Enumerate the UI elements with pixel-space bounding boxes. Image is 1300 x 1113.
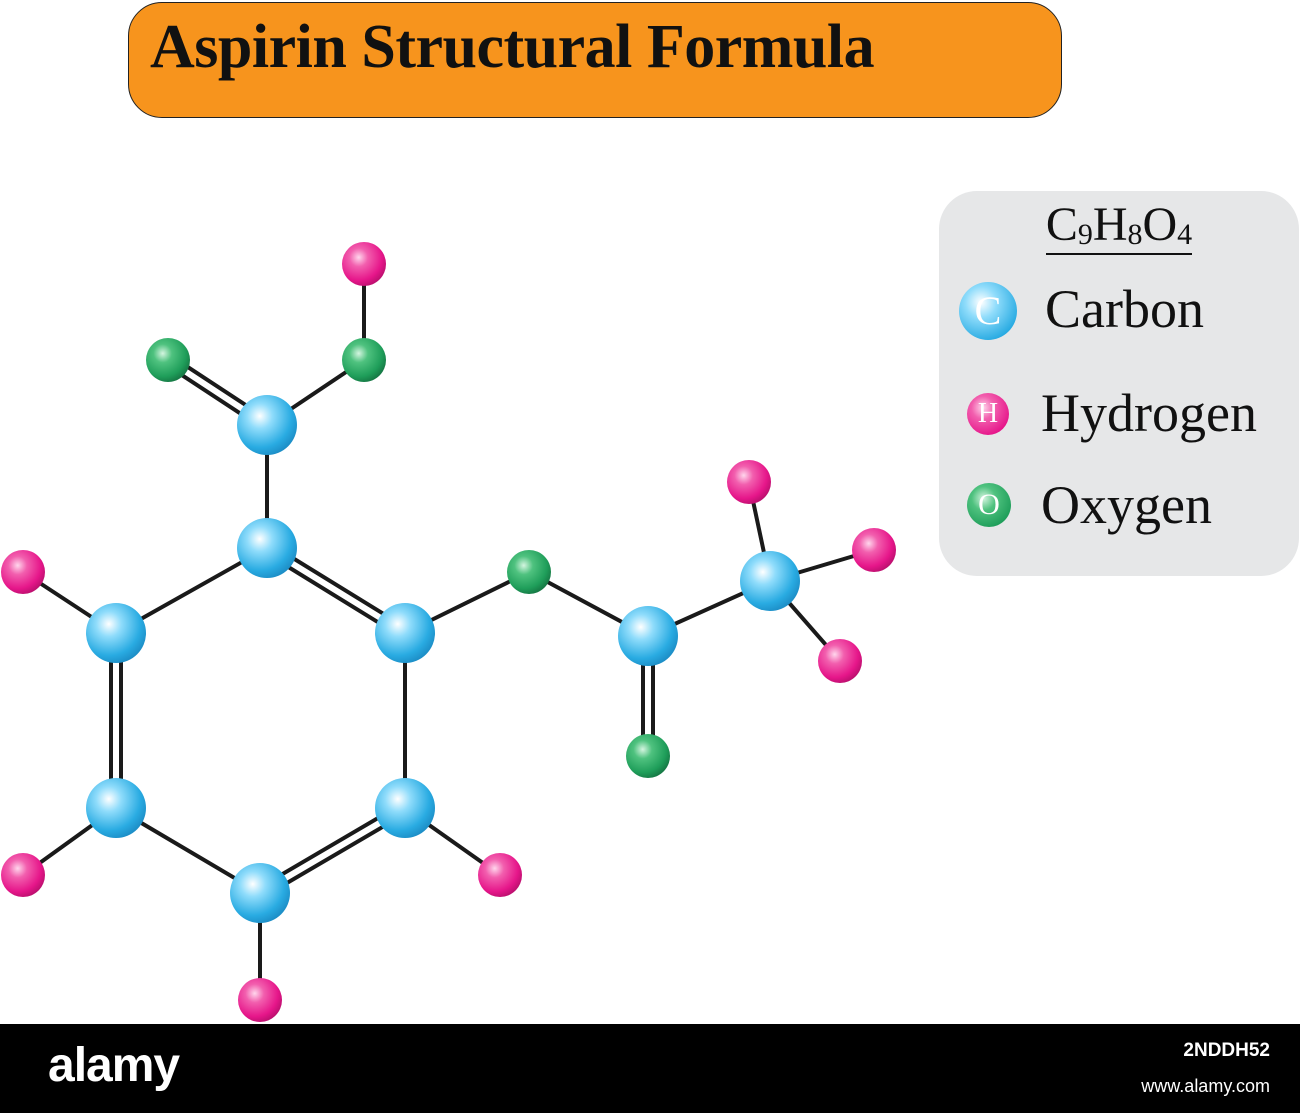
hydrogen-atom-h6	[1, 853, 45, 897]
oxygen-atom-icon: O	[967, 483, 1011, 527]
oxygen-atom-o1	[146, 338, 190, 382]
footer-meta: 2NDDH52 www.alamy.com	[1141, 1040, 1270, 1097]
carbon-atom-c8	[618, 606, 678, 666]
hydrogen-atom-h2	[727, 460, 771, 504]
hydrogen-atom-icon: H	[967, 393, 1009, 435]
hydrogen-atom-h3	[852, 528, 896, 572]
hydrogen-symbol: H	[977, 398, 999, 429]
molecular-formula: C9H8O4	[939, 197, 1299, 255]
carbon-atom-c1	[237, 518, 297, 578]
carbon-atom-c3	[375, 778, 435, 838]
atoms-layer	[1, 242, 896, 1022]
image-id: 2NDDH52	[1183, 1040, 1270, 1061]
formula-hydrogen: H	[1092, 198, 1128, 251]
title-banner	[128, 2, 1062, 118]
carbon-atom-c7	[237, 395, 297, 455]
legend-item-carbon: C Carbon	[939, 275, 1299, 345]
legend-label-carbon: Carbon	[1045, 279, 1204, 339]
diagram-title: Aspirin Structural Formula	[150, 13, 875, 81]
hydrogen-atom-h5	[1, 550, 45, 594]
carbon-atom-c9	[740, 551, 800, 611]
formula-oxygen-count: 4	[1177, 218, 1193, 251]
legend-item-oxygen: O Oxygen	[939, 471, 1299, 541]
oxygen-atom-o2	[342, 338, 386, 382]
carbon-atom-c6	[86, 603, 146, 663]
footer-url: www.alamy.com	[1141, 1076, 1270, 1096]
hydrogen-atom-h7	[238, 978, 282, 1022]
alamy-logo: alamy	[48, 1039, 180, 1092]
carbon-atom-c4	[230, 863, 290, 923]
aspirin-molecule-diagram	[1, 242, 896, 1022]
carbon-atom-c5	[86, 778, 146, 838]
hydrogen-atom-h4	[818, 639, 862, 683]
legend-panel: C9H8O4 C Carbon H Hydrogen O Oxygen	[939, 191, 1299, 576]
formula-oxygen: O	[1142, 198, 1178, 251]
carbon-atom-c2	[375, 603, 435, 663]
formula-carbon: C	[1045, 198, 1078, 251]
carbon-symbol: C	[974, 288, 1002, 333]
hydrogen-atom-h8	[478, 853, 522, 897]
oxygen-atom-o4	[626, 734, 670, 778]
oxygen-atom-o3	[507, 550, 551, 594]
oxygen-symbol: O	[978, 488, 1000, 521]
legend-label-oxygen: Oxygen	[1041, 475, 1212, 535]
hydrogen-atom-h1	[342, 242, 386, 286]
legend-label-hydrogen: Hydrogen	[1041, 383, 1257, 443]
legend-item-hydrogen: H Hydrogen	[939, 379, 1299, 449]
bonds-layer	[21, 262, 876, 1002]
formula-carbon-count: 9	[1077, 218, 1093, 251]
footer-bar: alamy 2NDDH52 www.alamy.com	[0, 1024, 1300, 1113]
carbon-atom-icon: C	[959, 282, 1017, 340]
formula-hydrogen-count: 8	[1127, 218, 1143, 251]
